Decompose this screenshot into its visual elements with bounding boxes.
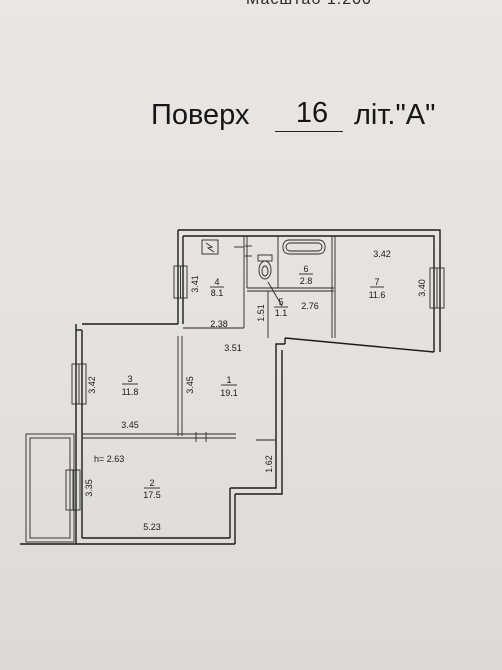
room-3-area: 11.8 <box>122 387 139 397</box>
dim-3-51: 3.51 <box>224 343 242 353</box>
floor-word: Поверх <box>151 99 250 131</box>
dim-2-38: 2.38 <box>210 319 228 329</box>
dim-3-41: 3.41 <box>190 275 200 293</box>
floor-title: Поверх 16 літ."А" <box>151 97 471 139</box>
doors <box>195 245 252 442</box>
dim-3-35: 3.35 <box>84 479 94 497</box>
room-7-area: 11.6 <box>369 290 386 300</box>
room-7-number: 7 <box>374 277 379 287</box>
room-1-area: 19.1 <box>220 388 238 398</box>
ceiling-height-label: h= 2.63 <box>94 454 124 464</box>
room-4-area: 8.1 <box>211 288 224 298</box>
dim-1-62: 1.62 <box>264 455 274 473</box>
outer-walls <box>20 229 441 545</box>
dim-5-23: 5.23 <box>143 522 161 532</box>
electric-panel-icon <box>201 239 219 255</box>
dim-3-45-horizontal: 3.45 <box>121 420 139 430</box>
dim-1-51: 1.51 <box>256 304 266 322</box>
building-letter: літ."А" <box>354 99 436 131</box>
dim-2-76: 2.76 <box>301 301 319 311</box>
room-4-number: 4 <box>214 277 219 287</box>
room-2-number: 2 <box>149 478 154 488</box>
pipe-line <box>267 281 283 307</box>
interior-walls <box>82 236 336 441</box>
toilet-icon <box>257 254 273 280</box>
room-2-area: 17.5 <box>143 490 161 500</box>
windows <box>65 265 445 511</box>
room-3-number: 3 <box>127 374 132 384</box>
room-labels: 4 8.1 5 1.1 6 2.8 7 11.6 3 11.8 1 19.1 2… <box>122 264 386 500</box>
room-5-area: 1.1 <box>275 308 288 318</box>
dim-3-42-top: 3.42 <box>373 249 391 259</box>
floor-number: 16 <box>295 97 329 129</box>
dim-3-45-vertical: 3.45 <box>185 376 195 394</box>
dim-3-42-left: 3.42 <box>87 376 97 394</box>
room-6-number: 6 <box>303 264 308 274</box>
dim-3-40: 3.40 <box>417 279 427 297</box>
floor-number-underline <box>275 131 343 132</box>
scale-label-cut: Масштаб 1:200 <box>246 0 416 9</box>
room-5-number: 5 <box>278 297 283 307</box>
room-1-number: 1 <box>226 375 231 385</box>
bathtub-icon <box>282 239 326 255</box>
room-6-area: 2.8 <box>300 276 313 286</box>
dimension-labels: 3.42 3.40 3.41 2.38 1.51 2.76 3.51 3.42 … <box>84 249 427 532</box>
balcony <box>25 433 75 543</box>
